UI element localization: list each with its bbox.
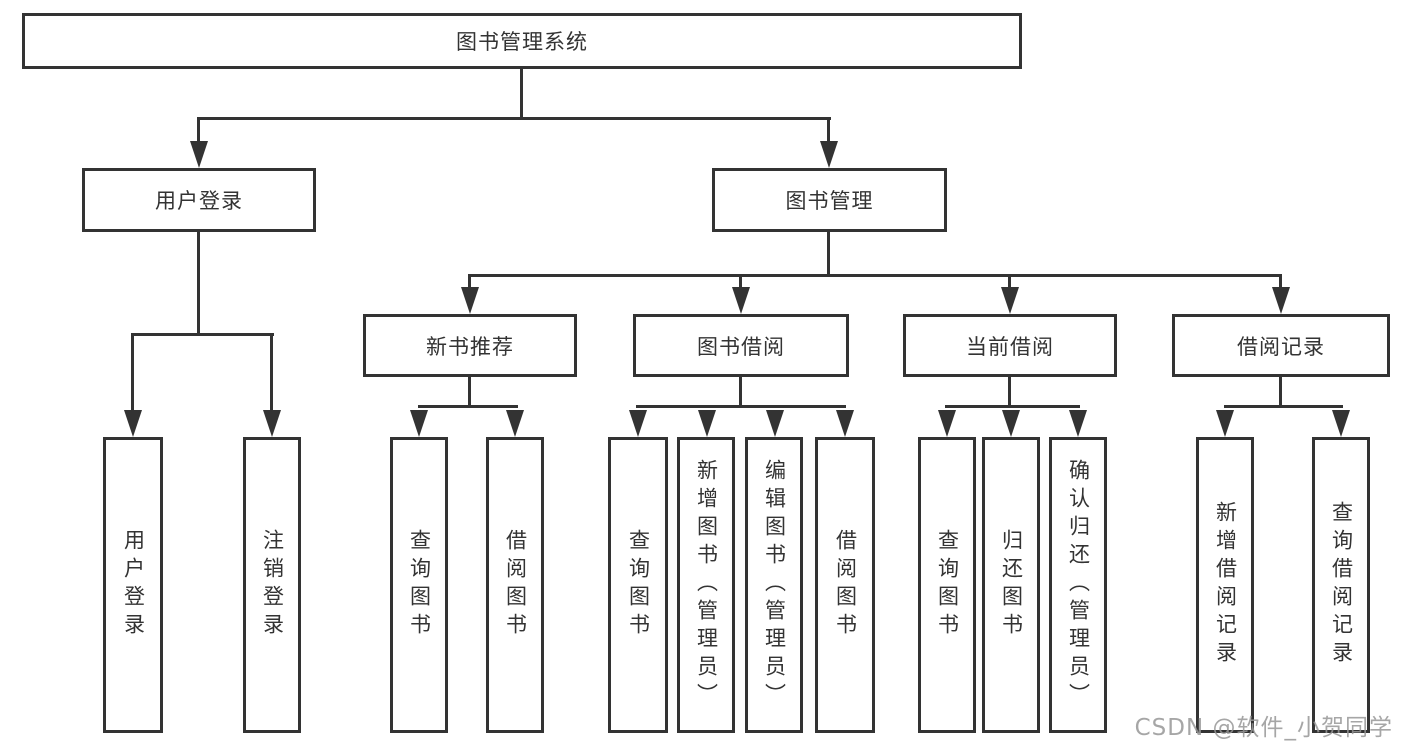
- leaf-record-query-borrow-record-label: 查询借阅记录: [1329, 501, 1354, 669]
- leaf-user-login: 用户登录: [103, 437, 163, 733]
- connector-line: [1279, 276, 1282, 290]
- leaf-borrow-borrow-books: 借阅图书: [815, 437, 875, 733]
- leaf-borrow-query-books: 查询图书: [608, 437, 668, 733]
- node-current-borrow-label: 当前借阅: [966, 334, 1054, 359]
- leaf-borrow-query-books-label: 查询图书: [626, 529, 651, 641]
- connector-line: [636, 405, 846, 408]
- connector-line: [1008, 276, 1011, 290]
- connector-line: [270, 335, 273, 412]
- arrowhead-down-icon: [506, 410, 524, 437]
- arrowhead-down-icon: [938, 410, 956, 437]
- connector-line: [827, 119, 830, 144]
- leaf-current-return-books: 归还图书: [982, 437, 1040, 733]
- arrowhead-down-icon: [461, 287, 479, 314]
- leaf-newbook-borrow-books-label: 借阅图书: [503, 529, 528, 641]
- arrowhead-down-icon: [698, 410, 716, 437]
- connector-line: [468, 276, 471, 290]
- node-root-label: 图书管理系统: [456, 30, 588, 54]
- connector-line: [945, 405, 1080, 408]
- leaf-newbook-query-books-label: 查询图书: [407, 529, 432, 641]
- connector-line: [520, 69, 523, 120]
- connector-line: [1279, 377, 1282, 408]
- connector-line: [197, 119, 200, 144]
- arrowhead-down-icon: [124, 410, 142, 437]
- arrowhead-down-icon: [1332, 410, 1350, 437]
- connector-line: [739, 377, 742, 408]
- leaf-current-confirm-return-admin-label: 确认归还（管理员）: [1066, 459, 1091, 711]
- connector-line: [1008, 377, 1011, 408]
- connector-line: [197, 232, 200, 336]
- leaf-record-add-borrow-record: 新增借阅记录: [1196, 437, 1254, 733]
- arrowhead-down-icon: [410, 410, 428, 437]
- arrowhead-down-icon: [1272, 287, 1290, 314]
- connector-line: [131, 333, 274, 336]
- arrowhead-down-icon: [1216, 410, 1234, 437]
- node-user-login-label: 用户登录: [155, 189, 243, 213]
- node-borrow-record: 借阅记录: [1172, 314, 1390, 377]
- arrowhead-down-icon: [836, 410, 854, 437]
- node-user-login: 用户登录: [82, 168, 316, 232]
- node-current-borrow: 当前借阅: [903, 314, 1117, 377]
- connector-line: [1224, 405, 1343, 408]
- leaf-current-return-books-label: 归还图书: [999, 529, 1024, 641]
- leaf-current-confirm-return-admin: 确认归还（管理员）: [1049, 437, 1107, 733]
- arrowhead-down-icon: [190, 141, 208, 168]
- leaf-user-login-label: 用户登录: [121, 529, 146, 641]
- leaf-record-add-borrow-record-label: 新增借阅记录: [1213, 501, 1238, 669]
- leaf-borrow-borrow-books-label: 借阅图书: [833, 529, 858, 641]
- node-new-book-recommend-label: 新书推荐: [426, 334, 514, 359]
- leaf-newbook-query-books: 查询图书: [390, 437, 448, 733]
- leaf-logout: 注销登录: [243, 437, 301, 733]
- connector-line: [131, 335, 134, 412]
- node-borrow-record-label: 借阅记录: [1237, 334, 1325, 359]
- node-book-management: 图书管理: [712, 168, 947, 232]
- connector-line: [827, 232, 830, 277]
- connector-line: [739, 276, 742, 290]
- arrowhead-down-icon: [1002, 410, 1020, 437]
- arrowhead-down-icon: [820, 141, 838, 168]
- node-book-borrow-label: 图书借阅: [697, 334, 785, 359]
- leaf-borrow-add-books-admin: 新增图书（管理员）: [677, 437, 735, 733]
- connector-line: [468, 377, 471, 408]
- node-book-borrow: 图书借阅: [633, 314, 849, 377]
- csdn-watermark: CSDN @软件_小贺同学: [1134, 715, 1393, 741]
- leaf-newbook-borrow-books: 借阅图书: [486, 437, 544, 733]
- leaf-borrow-edit-books-admin: 编辑图书（管理员）: [745, 437, 803, 733]
- leaf-current-query-books: 查询图书: [918, 437, 976, 733]
- leaf-current-query-books-label: 查询图书: [935, 529, 960, 641]
- node-book-management-label: 图书管理: [785, 189, 874, 213]
- node-root: 图书管理系统: [22, 13, 1022, 69]
- arrowhead-down-icon: [766, 410, 784, 437]
- node-new-book-recommend: 新书推荐: [363, 314, 577, 377]
- arrowhead-down-icon: [1069, 410, 1087, 437]
- arrowhead-down-icon: [629, 410, 647, 437]
- arrowhead-down-icon: [263, 410, 281, 437]
- connector-line: [418, 405, 518, 408]
- arrowhead-down-icon: [732, 287, 750, 314]
- connector-line: [468, 274, 1282, 277]
- connector-line: [197, 117, 831, 120]
- leaf-borrow-edit-books-admin-label: 编辑图书（管理员）: [762, 459, 787, 711]
- arrowhead-down-icon: [1001, 287, 1019, 314]
- leaf-borrow-add-books-admin-label: 新增图书（管理员）: [694, 459, 719, 711]
- leaf-record-query-borrow-record: 查询借阅记录: [1312, 437, 1370, 733]
- leaf-logout-label: 注销登录: [260, 529, 285, 641]
